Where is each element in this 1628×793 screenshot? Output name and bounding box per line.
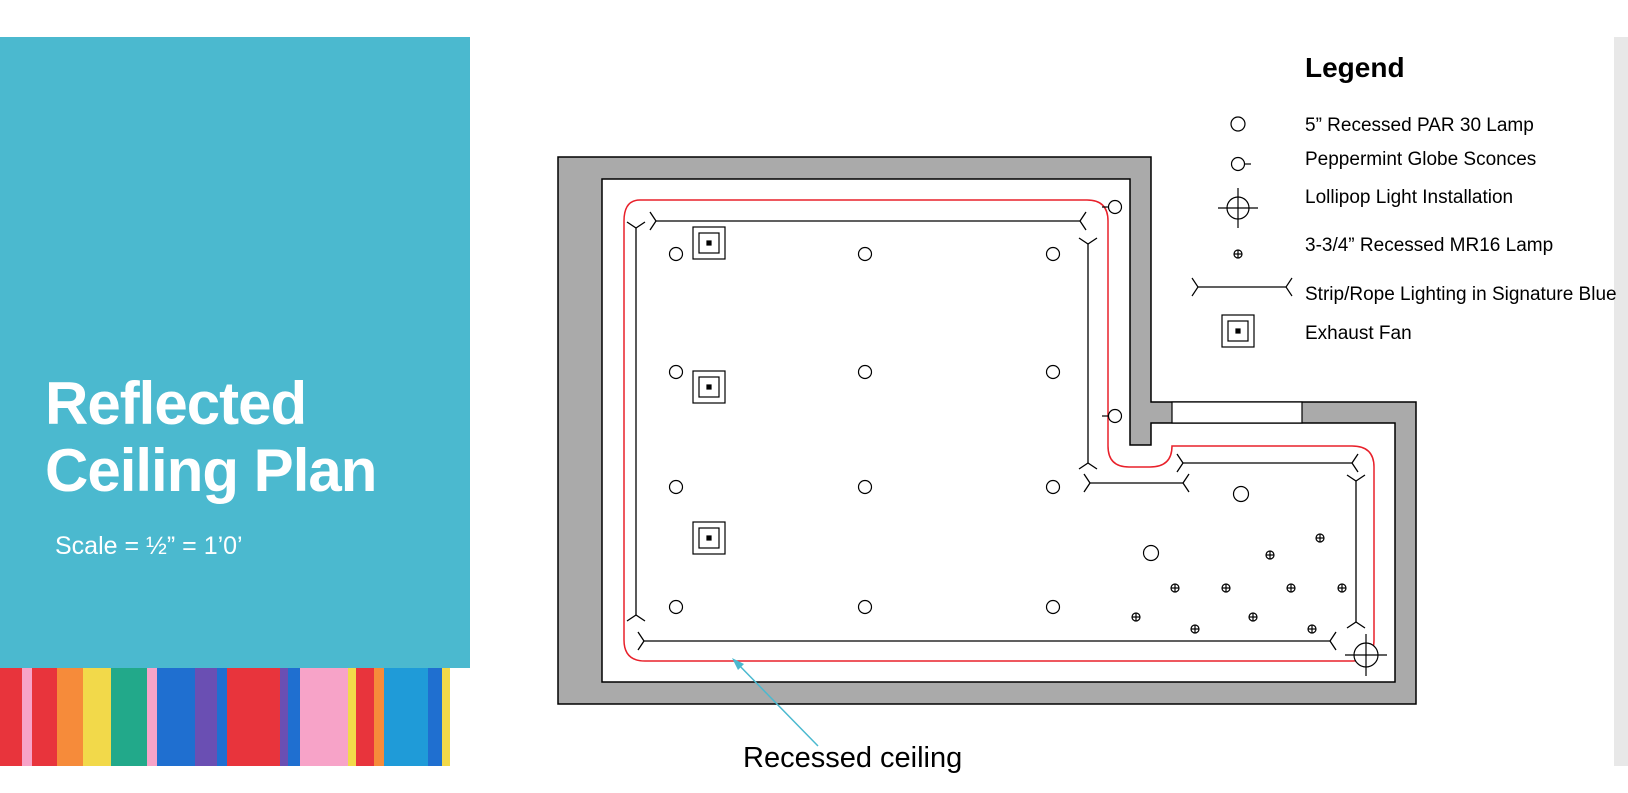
- color-stripe: [111, 668, 147, 766]
- recessed-mr16-lamp-icon: [1337, 583, 1347, 593]
- recessed-par30-lamp-icon: [1230, 116, 1246, 132]
- recessed-mr16-lamp-icon: [1170, 583, 1180, 593]
- color-stripe: [217, 668, 227, 766]
- strip-rope-light-icon: [649, 211, 1087, 231]
- recessed-par30-lamp-icon: [857, 364, 873, 380]
- recessed-par30-lamp-icon: [668, 364, 684, 380]
- color-stripe: [32, 668, 57, 766]
- legend-label-lollipop: Lollipop Light Installation: [1305, 187, 1514, 208]
- recessed-mr16-lamp-icon: [1190, 624, 1200, 634]
- color-stripe: [384, 668, 428, 766]
- recessed-par30-lamp-icon: [857, 479, 873, 495]
- recessed-mr16-lamp-icon: [1286, 583, 1296, 593]
- strip-rope-light-icon: [637, 631, 1337, 651]
- legend-label-strip: Strip/Rope Lighting in Signature Blue: [1305, 284, 1617, 305]
- recessed-ceiling-outline: [623, 199, 1375, 662]
- peppermint-globe-sconce-icon: [1230, 156, 1251, 172]
- strip-rope-light-icon: [1191, 277, 1293, 297]
- recessed-par30-lamp-icon: [1045, 479, 1061, 495]
- legend-label-fan: Exhaust Fan: [1305, 323, 1412, 344]
- callout-label: Recessed ceiling: [743, 742, 963, 774]
- recessed-mr16-lamp-icon: [1315, 533, 1325, 543]
- color-stripe: [348, 668, 356, 766]
- color-stripe: [356, 668, 374, 766]
- color-stripe-band: [0, 668, 470, 766]
- color-stripe: [428, 668, 442, 766]
- peppermint-globe-sconce-icon: [1102, 199, 1123, 215]
- strip-rope-light-icon: [1176, 453, 1359, 473]
- legend-label-par30: 5” Recessed PAR 30 Lamp: [1305, 115, 1534, 136]
- recessed-par30-lamp-icon: [668, 479, 684, 495]
- recessed-par30-lamp-icon: [1142, 544, 1160, 562]
- exhaust-fan-icon: [1221, 314, 1255, 348]
- recessed-par30-lamp-icon: [1045, 599, 1061, 615]
- recessed-mr16-lamp-icon: [1307, 624, 1317, 634]
- color-stripe: [83, 668, 111, 766]
- recessed-par30-lamp-icon: [857, 246, 873, 262]
- legend-label-sconce: Peppermint Globe Sconces: [1305, 149, 1537, 170]
- legend-icons: [1191, 116, 1293, 348]
- recessed-mr16-lamp-icon: [1221, 583, 1231, 593]
- lollipop-light-icon: [1345, 634, 1387, 676]
- color-stripe: [57, 668, 83, 766]
- color-stripe: [227, 668, 280, 766]
- color-stripe: [22, 668, 32, 766]
- strip-rope-light-icon: [1083, 473, 1190, 493]
- callout-arrow: [732, 658, 819, 747]
- slide-title: Reflected Ceiling Plan: [45, 370, 377, 504]
- color-stripe: [195, 668, 217, 766]
- walls: [557, 156, 1417, 705]
- strip-rope-light-icon: [1078, 237, 1098, 470]
- strip-rope-light-icon: [626, 221, 646, 622]
- legend-title: Legend: [1305, 52, 1405, 83]
- color-stripe: [147, 668, 157, 766]
- fixtures: [668, 199, 1387, 676]
- peppermint-globe-sconce-icon: [1102, 408, 1123, 424]
- recessed-mr16-lamp-icon: [1265, 550, 1275, 560]
- legend-label-mr16: 3-3/4” Recessed MR16 Lamp: [1305, 235, 1554, 256]
- color-stripe: [157, 668, 195, 766]
- recessed-par30-lamp-icon: [668, 246, 684, 262]
- color-stripe: [288, 668, 300, 766]
- door-opening: [1171, 401, 1303, 424]
- color-stripe: [280, 668, 288, 766]
- lollipop-light-icon: [1218, 188, 1258, 228]
- recessed-par30-lamp-icon: [1045, 364, 1061, 380]
- color-stripe: [0, 668, 22, 766]
- scrollbar-track[interactable]: [1614, 37, 1628, 766]
- color-stripe: [374, 668, 384, 766]
- room-floor: [601, 178, 1396, 683]
- scale-note: Scale = ½” = 1’0’: [55, 532, 243, 560]
- recessed-par30-lamp-icon: [1232, 485, 1250, 503]
- recessed-par30-lamp-icon: [668, 599, 684, 615]
- exhaust-fan-icon: [692, 521, 726, 555]
- exhaust-fan-icon: [692, 226, 726, 260]
- color-stripe: [300, 668, 348, 766]
- title-panel: Reflected Ceiling Plan Scale = ½” = 1’0’: [0, 37, 470, 668]
- recessed-par30-lamp-icon: [857, 599, 873, 615]
- recessed-par30-lamp-icon: [1045, 246, 1061, 262]
- exhaust-fan-icon: [692, 370, 726, 404]
- recessed-mr16-lamp-icon: [1248, 612, 1258, 622]
- recessed-mr16-lamp-icon: [1131, 612, 1141, 622]
- recessed-mr16-lamp-icon: [1233, 249, 1243, 259]
- strip-lighting: [626, 211, 1366, 651]
- color-stripe: [442, 668, 450, 766]
- strip-rope-light-icon: [1346, 474, 1366, 629]
